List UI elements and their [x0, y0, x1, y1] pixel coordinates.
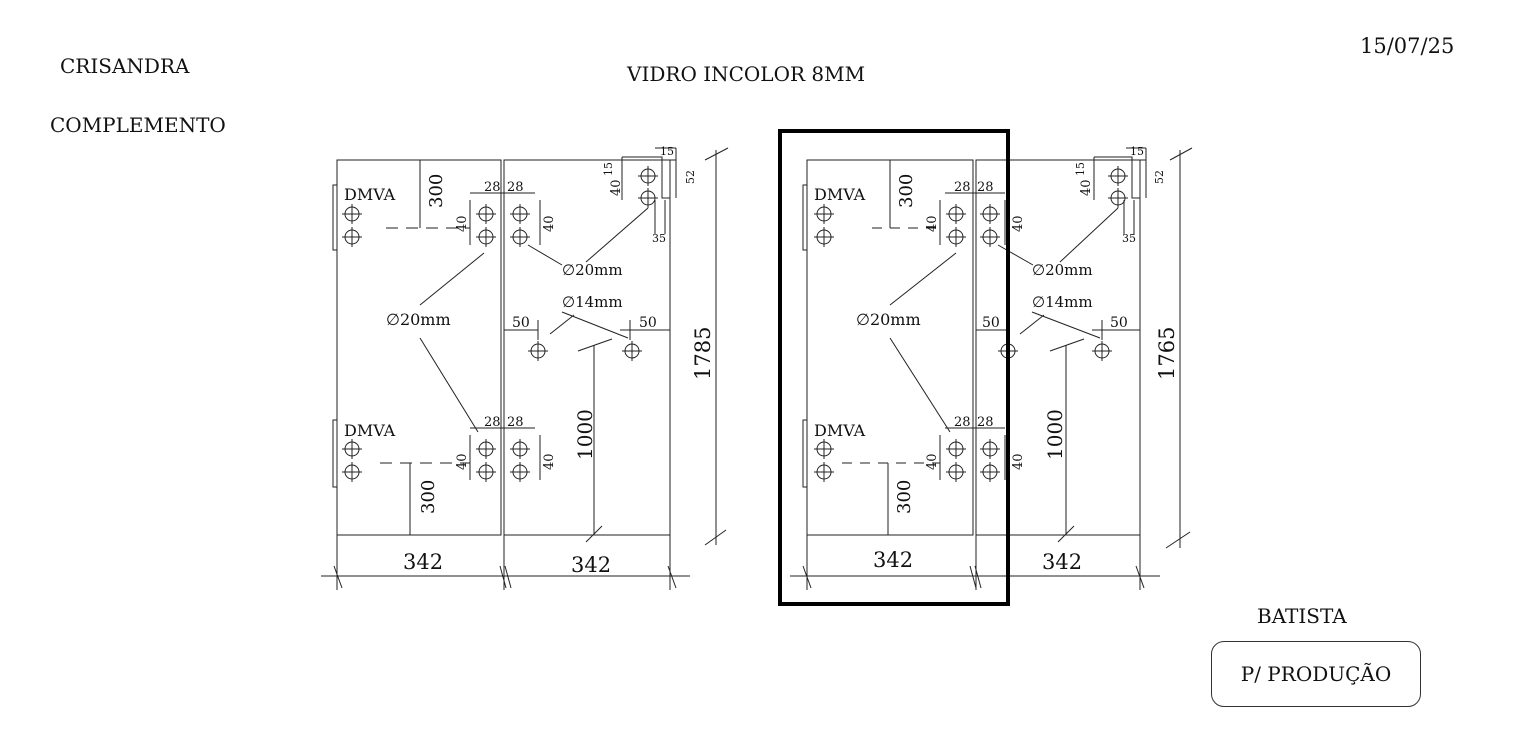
dim-label: 28	[977, 415, 994, 430]
width-label: 342	[1042, 550, 1082, 574]
dim-label: 50	[1110, 315, 1128, 331]
dim-label: 15	[1074, 162, 1087, 176]
hinge-label: DMVA	[344, 421, 396, 440]
dim-label: 15	[660, 145, 674, 158]
dim-label: 28	[977, 180, 994, 195]
hole-diameter-label: ∅14mm	[562, 293, 623, 311]
dim-label: 50	[512, 315, 530, 331]
width-label: 342	[403, 550, 443, 574]
dim-label: 28	[484, 415, 501, 430]
panel-1-left	[336, 159, 502, 536]
dim-label: 35	[652, 232, 666, 245]
hole-diameter-label: ∅20mm	[562, 261, 623, 279]
panel-2-right	[975, 159, 1141, 536]
dim-label: 35	[1122, 232, 1136, 245]
drawing-2	[790, 147, 1193, 590]
dim-label: 28	[507, 415, 524, 430]
dim-label: 40	[1079, 179, 1094, 196]
dim-label: 40	[1011, 215, 1026, 232]
hole-diameter-label: ∅14mm	[1032, 293, 1093, 311]
drawing-1-labels: DMVA DMVA ∅20mm ∅20mm ∅14mm 300 300 28 2…	[344, 145, 715, 577]
hole-diameter-label: ∅20mm	[1032, 261, 1093, 279]
dim-label: 40	[925, 453, 940, 470]
date: 15/07/25	[1360, 34, 1455, 58]
dim-label: 40	[542, 215, 557, 232]
dim-label: 1000	[1043, 409, 1067, 460]
dim-label: 300	[418, 480, 439, 514]
dim-label: 300	[896, 174, 917, 208]
width-label: 342	[873, 548, 913, 572]
dim-label: 40	[925, 215, 940, 232]
drawing-2-labels: DMVA DMVA ∅20mm ∅20mm ∅14mm 300 300 28 2…	[814, 145, 1179, 574]
dim-label: 15	[602, 162, 615, 176]
production-status-label: P/ PRODUÇÃO	[1240, 662, 1392, 686]
dim-label: 28	[954, 415, 971, 430]
hinge-label: DMVA	[814, 185, 866, 204]
drawing-1	[321, 147, 729, 590]
dim-label: 52	[684, 170, 697, 184]
dim-label: 40	[1011, 453, 1026, 470]
glass-spec-title: VIDRO INCOLOR 8MM	[627, 62, 866, 86]
dim-label: 50	[639, 315, 657, 331]
dim-label: 40	[609, 179, 624, 196]
width-label: 342	[571, 553, 611, 577]
dim-label: 40	[542, 453, 557, 470]
hole-diameter-label: ∅20mm	[386, 310, 451, 329]
dim-label: 1000	[573, 409, 597, 460]
dim-label: 28	[507, 180, 524, 195]
dim-label: 300	[894, 480, 915, 514]
hinge-label: DMVA	[814, 421, 866, 440]
height-label: 1785	[691, 327, 715, 380]
dim-label: 28	[954, 180, 971, 195]
dim-label: 40	[455, 453, 470, 470]
hinge-label: DMVA	[344, 185, 396, 204]
height-label: 1765	[1155, 327, 1179, 380]
panel-1-right	[503, 159, 671, 536]
dim-label: 300	[426, 174, 447, 208]
dim-label: 40	[455, 215, 470, 232]
production-status-box: P/ PRODUÇÃO	[1211, 641, 1421, 707]
order-type: COMPLEMENTO	[50, 113, 226, 137]
dim-label: 28	[484, 180, 501, 195]
responsible-name: BATISTA	[1257, 604, 1347, 628]
highlight-box	[778, 129, 1010, 606]
client-name: CRISANDRA	[60, 54, 190, 78]
dim-label: 50	[982, 315, 1000, 331]
hole-diameter-label: ∅20mm	[856, 310, 921, 329]
dim-label: 15	[1130, 145, 1144, 158]
dim-label: 52	[1153, 170, 1166, 184]
